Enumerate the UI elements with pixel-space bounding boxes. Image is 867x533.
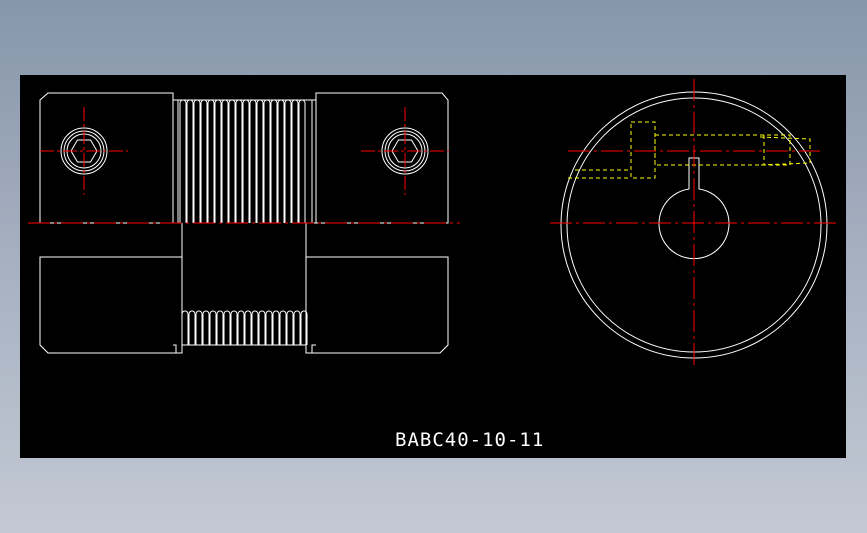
bellows-groove	[279, 310, 287, 345]
bellows-upper-right-step	[311, 99, 316, 223]
bellows-groove	[251, 310, 259, 345]
bellows-groove	[235, 99, 243, 223]
bellows-grooves-upper	[179, 99, 306, 223]
bellows-groove	[221, 99, 229, 223]
right-screw-outer-circle	[381, 127, 429, 175]
bellows-upper-left-step	[173, 99, 179, 223]
right-hub-lower	[305, 256, 449, 354]
bellows-groove	[193, 99, 201, 223]
bellows-groove	[277, 99, 285, 223]
bellows-groove	[265, 310, 273, 345]
bellows-lower-left-step	[173, 344, 177, 353]
cad-viewport[interactable]: BABC40-10-11	[20, 75, 846, 458]
bellows-groove	[263, 99, 271, 223]
bellows-groove	[270, 99, 278, 223]
bellows-groove	[179, 99, 187, 223]
part-number-label: BABC40-10-11	[395, 429, 545, 451]
bore-with-slot	[658, 157, 730, 260]
bellows-groove	[298, 99, 306, 223]
bellows-groove	[202, 310, 210, 345]
hidden-clamp-screw	[568, 121, 811, 179]
coupling-drawing	[28, 79, 838, 367]
bellows-groove	[223, 310, 231, 345]
left-screw-outer-circle	[60, 127, 108, 175]
hidden-thread	[759, 136, 811, 166]
bellows-groove	[237, 310, 245, 345]
right-hub-upper	[315, 92, 449, 224]
bellows-groove	[209, 310, 217, 345]
bellows-groove	[242, 99, 250, 223]
bellows-groove	[272, 310, 280, 345]
bellows-groove	[195, 310, 203, 345]
bellows-groove	[293, 310, 301, 345]
bellows-groove	[228, 99, 236, 223]
bellows-groove	[286, 310, 294, 345]
bellows-groove	[291, 99, 299, 223]
bellows-groove	[188, 310, 196, 345]
bellows-groove	[284, 99, 292, 223]
bellows-groove	[186, 99, 194, 223]
hidden-screw-shank	[654, 134, 791, 166]
bellows-groove	[207, 99, 215, 223]
bellows-groove	[181, 310, 189, 345]
bellows-groove	[258, 310, 266, 345]
bellows-lower-right-step	[311, 344, 316, 353]
bellows-groove	[230, 310, 238, 345]
hidden-screw-head	[630, 121, 656, 179]
left-hub-lower	[39, 256, 183, 354]
bellows-groove	[214, 99, 222, 223]
bellows-grooves-lower	[181, 310, 308, 345]
bellows-groove	[256, 99, 264, 223]
bellows-groove	[244, 310, 252, 345]
bellows-groove	[249, 99, 257, 223]
bellows-groove	[216, 310, 224, 345]
left-hub-upper	[39, 92, 174, 224]
centerlines	[28, 79, 838, 367]
bellows-groove	[200, 99, 208, 223]
bellows-groove	[300, 310, 308, 345]
